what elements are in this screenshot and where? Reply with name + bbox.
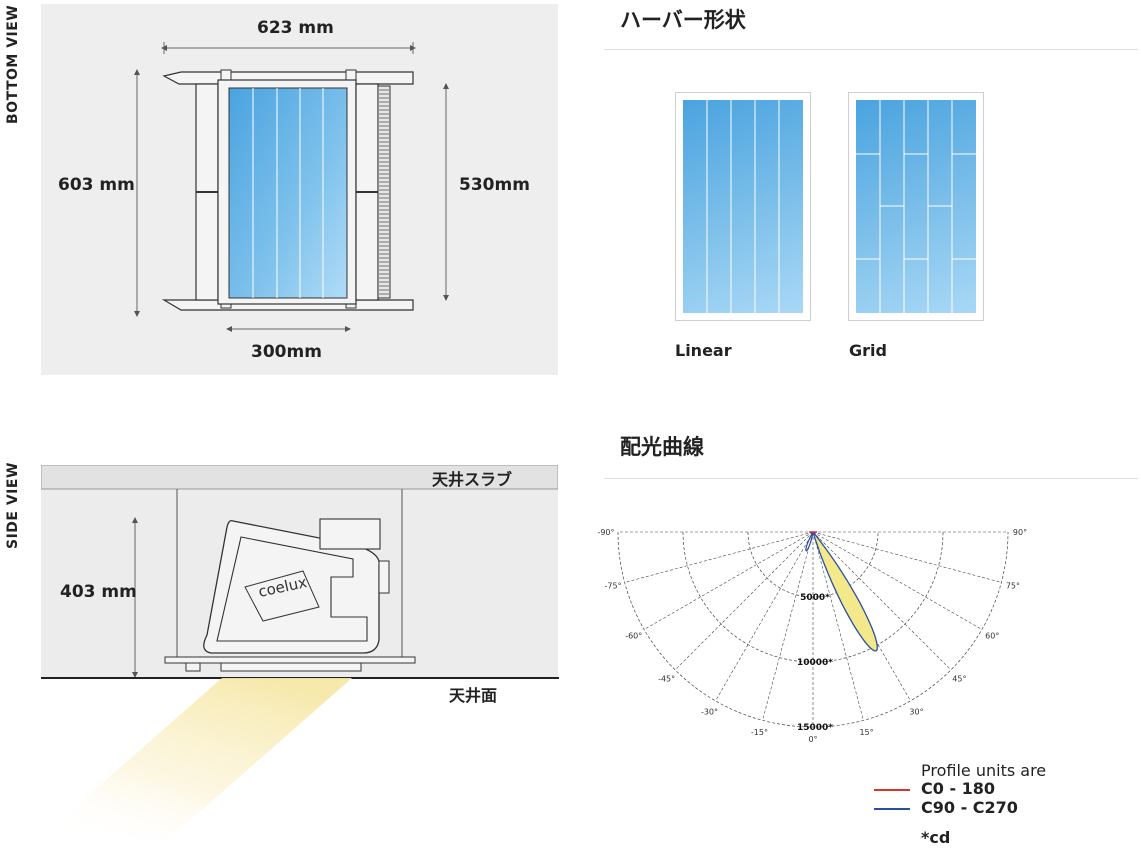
polar-ring-1: [747, 531, 879, 598]
polar-angle-label: 0°: [808, 735, 817, 744]
inner-width-dimension: 300mm: [251, 342, 322, 362]
polar-angle-label: -60°: [625, 632, 642, 641]
legend-unit: *cd: [921, 828, 951, 847]
light-beam: [40, 678, 352, 838]
polar-spoke: [674, 531, 814, 671]
polar-spoke: [812, 531, 952, 671]
inner-height-dimension: 530mm: [459, 175, 530, 195]
distribution-divider: [604, 478, 1138, 479]
polar-spoke: [812, 531, 983, 630]
polar-angle-label: 90°: [1013, 528, 1027, 537]
polar-diagram: -90° -75° -60° -45° -30° -15° 0° 15° 30° 45° 60° 75…: [597, 528, 1027, 744]
polar-ring-label: 5000*: [800, 593, 830, 603]
polar-spoke: [812, 531, 864, 721]
bottom-view-panel: [41, 4, 558, 375]
legend-title: Profile units are: [921, 761, 1047, 780]
side-view-label: SIDE VIEW: [5, 462, 21, 549]
width-dimension: 623 mm: [257, 18, 334, 38]
polar-ring-label: 15000*: [797, 723, 833, 733]
distribution-heading: 配光曲線: [620, 435, 704, 459]
ceiling-label: 天井面: [449, 686, 498, 705]
polar-spoke: [762, 531, 814, 721]
grid-caption: Grid: [849, 341, 887, 360]
louver-heading: ハーバー形状: [620, 8, 746, 32]
side-view-drawing: [40, 464, 559, 678]
polar-angle-label: -90°: [597, 528, 614, 537]
polar-angle-label: -30°: [701, 707, 718, 716]
side-height-dimension: 403 mm: [60, 582, 137, 602]
polar-angle-label: 60°: [985, 632, 999, 641]
polar-spoke: [643, 531, 814, 630]
bottom-view-label: BOTTOM VIEW: [5, 4, 21, 124]
height-dimension: 603 mm: [58, 175, 135, 195]
polar-angle-label: -15°: [751, 728, 768, 737]
polar-angle-label: 30°: [909, 707, 923, 716]
polar-ring-3: [617, 531, 1009, 728]
linear-caption: Linear: [675, 341, 732, 360]
linear-louver-preview: [683, 100, 803, 313]
louver-option-linear[interactable]: [675, 92, 811, 321]
polar-angle-label: -45°: [658, 674, 675, 683]
polar-spoke: [812, 531, 1002, 583]
polar-spoke: [715, 531, 814, 702]
bottom-view-drawing: [134, 42, 449, 332]
slab-label: 天井スラブ: [432, 470, 513, 489]
louver-divider: [604, 49, 1138, 50]
polar-ring-label: 10000*: [797, 658, 833, 668]
side-view-panel: [40, 464, 559, 678]
polar-ring-2: [682, 531, 944, 663]
legend-c90-swatch: [874, 808, 910, 810]
polar-angle-label: 15°: [859, 728, 873, 737]
louver-option-grid[interactable]: [848, 92, 984, 321]
polar-spoke: [624, 531, 814, 583]
polar-angle-label: -75°: [605, 582, 622, 591]
polar-curve-c90: [812, 531, 878, 652]
legend-c0-swatch: [874, 789, 910, 791]
polar-angle-label: 75°: [1006, 582, 1020, 591]
legend-c90-label: C90 - C270: [921, 798, 1018, 817]
legend-c0-label: C0 - 180: [921, 779, 996, 798]
grid-louver-preview: [856, 100, 976, 313]
polar-angle-label: 45°: [952, 674, 966, 683]
polar-curve-c90-back: [805, 531, 814, 552]
